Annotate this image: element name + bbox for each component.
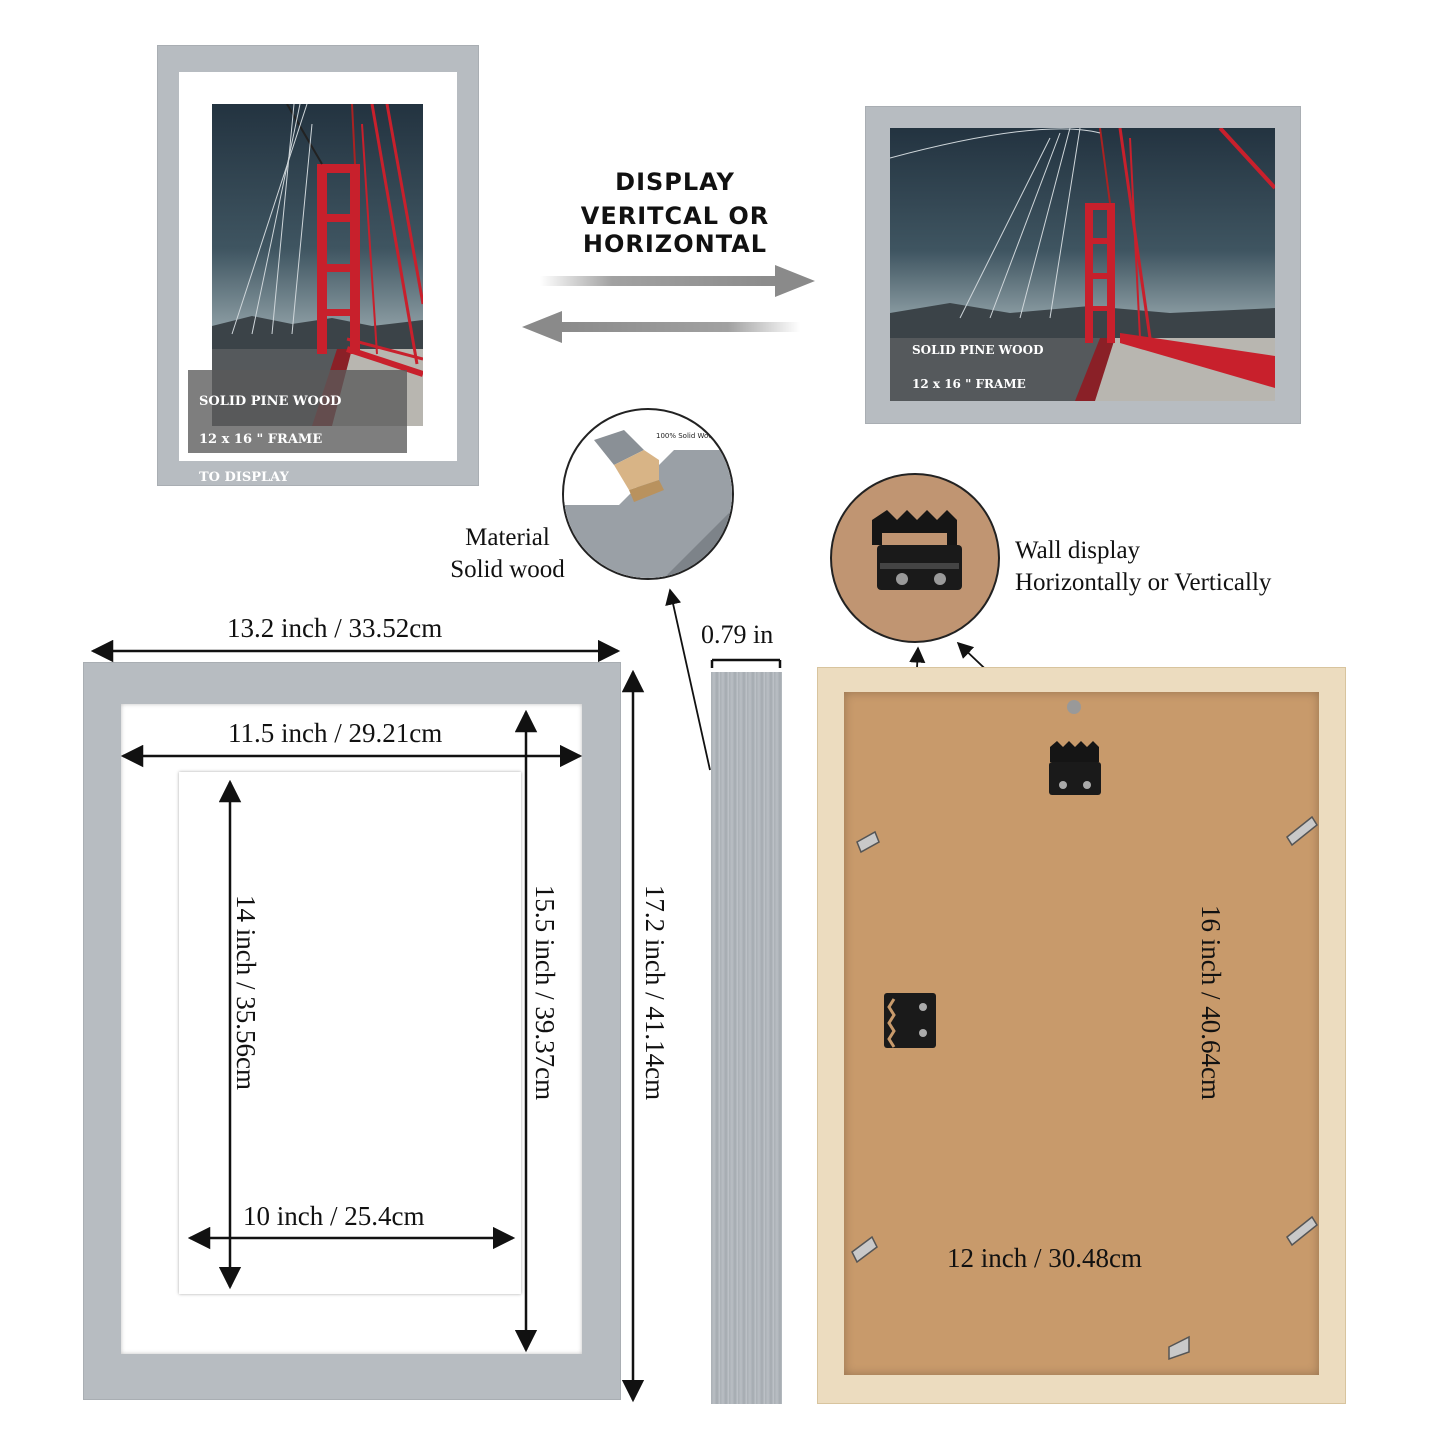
overlay-line-4: 10 x 14" [199,508,259,523]
display-heading-line-1: DISPLAY [615,168,735,196]
side-hanger-icon [884,993,936,1048]
outer-height-label: 17.2 inch / 41.14cm [640,884,671,1100]
sawtooth-hanger-icon [872,510,962,590]
display-heading-line-2: VERITCAL OR HORIZONTAL [580,202,770,258]
solid-wood-badge: 100% Solid Wood [656,432,718,440]
overlay-line-2: 12 x 16 " FRAME [199,432,323,447]
display-heading: DISPLAY VERITCAL OR HORIZONTAL [490,168,860,258]
swap-arrows-icon [522,265,815,343]
depth-label: 0.79 in [701,620,774,649]
horizontal-frame-photo: SOLID PINE WOOD 12 x 16 " FRAME TO DISPL… [890,128,1275,401]
vertical-frame-overlay: SOLID PINE WOOD 12 x 16 " FRAME TO DISPL… [188,370,407,523]
hanger-detail-circle [830,473,1000,643]
h-overlay-line-1: SOLID PINE WOOD [912,343,1044,357]
mat-width-label: 11.5 inch / 29.21cm [228,718,443,748]
top-hanger-icon [1049,700,1101,795]
corner-profile-icon [564,430,732,578]
material-caption-line-2: Solid wood [450,556,565,583]
bridge-illustration-horizontal [890,128,1275,401]
back-hardware [851,700,1318,1361]
wall-caption-line-1: Wall display [1015,537,1141,564]
outer-width-label: 13.2 inch / 33.52cm [227,613,443,643]
back-width-label: 12 inch / 30.48cm [947,1243,1142,1273]
material-caption: Material Solid wood [440,522,575,586]
back-frame [817,667,1346,1404]
overlay-line-3: TO DISPLAY [199,470,289,485]
overlay-line-1: SOLID PINE WOOD [199,394,342,409]
horizontal-frame: SOLID PINE WOOD 12 x 16 " FRAME TO DISPL… [865,106,1301,424]
depth-profile [711,672,782,1404]
material-detail-circle: 100% Solid Wood [562,408,734,580]
wall-caption: Wall display Horizontally or Vertically [1015,535,1271,599]
back-height-wrap: 16 inch / 40.64cm [1090,905,1330,1100]
vertical-frame: SOLID PINE WOOD 12 x 16 " FRAME TO DISPL… [157,45,479,523]
h-overlay-line-2: 12 x 16 " FRAME [912,377,1026,391]
photo-height-label: 14 inch / 35.56cm [230,894,261,1090]
photo-width-label: 10 inch / 25.4cm [243,1201,425,1231]
wall-caption-line-2: Horizontally or Vertically [1015,569,1272,596]
back-height-label: 16 inch / 40.64cm [1195,904,1226,1100]
material-caption-line-1: Material [465,524,550,551]
photo-height-wrap: 14 inch / 35.56cm [125,895,365,1090]
